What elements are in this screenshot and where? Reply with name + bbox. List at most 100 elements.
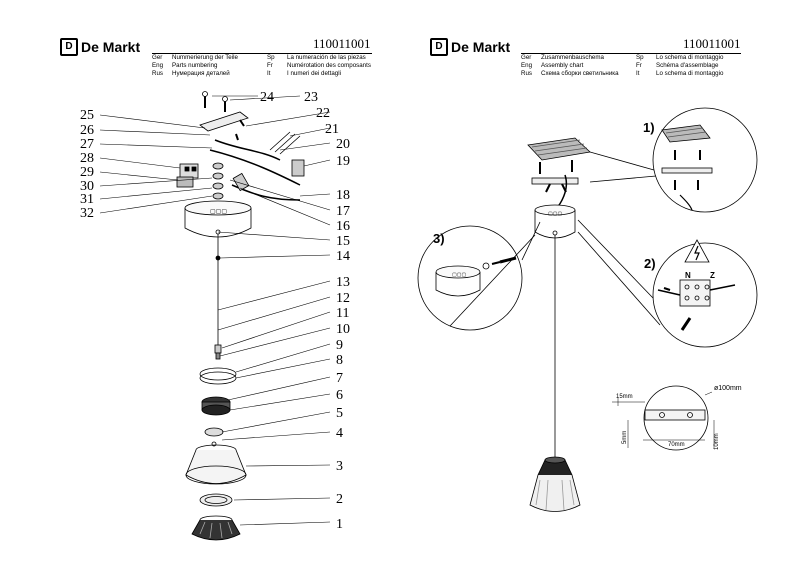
svg-text:▢▢▢: ▢▢▢: [548, 211, 562, 217]
brand-name: De Markt: [451, 39, 511, 55]
part-number-11: 11: [336, 306, 349, 321]
lang-text: Lo schema di montaggio: [656, 70, 724, 77]
part-number-14: 14: [336, 249, 350, 264]
glass-shade: [185, 444, 247, 485]
part-number-25: 25: [80, 108, 94, 123]
lang-text: Схема сборки светильника: [541, 70, 619, 77]
step-3-detail: ▢▢▢: [417, 221, 541, 331]
right-header: Ger Zusammenbauschema Sp Lo schema di monta…: [521, 53, 741, 78]
lang-text: Numérotation des composants: [287, 62, 371, 69]
parts-numbering-page: D De Markt 110011001 Ger Nummerierung der…: [60, 36, 372, 541]
glass-ring: [199, 493, 233, 507]
brand-logo: D De Markt: [430, 38, 510, 56]
lang-text: Zusammenbauschema: [541, 54, 604, 61]
step-label-1: 1): [643, 120, 655, 135]
exploded-parts-diagram: ▢▢▢: [80, 90, 350, 541]
dim-offset: 15mm: [616, 394, 633, 400]
lang-code: Rus: [152, 70, 164, 77]
part-number-5: 5: [336, 406, 343, 421]
lang-code: It: [267, 70, 271, 77]
lang-text: I numeri dei dettagli: [287, 70, 341, 77]
callouts-right: [212, 95, 331, 526]
lang-code: Fr: [636, 62, 642, 69]
part-number-12: 12: [336, 291, 350, 306]
mounting-bracket: [199, 91, 249, 141]
terminal-label-z: Z: [710, 271, 715, 280]
step-2-detail: [577, 219, 758, 348]
part-number-17: 17: [336, 204, 350, 219]
lang-text: Schéma d'assemblage: [656, 62, 719, 69]
doc-number: 110011001: [683, 36, 741, 51]
part-number-30: 30: [80, 179, 94, 194]
terminal-block: [176, 163, 199, 188]
part-number-31: 31: [80, 192, 94, 207]
step-1-detail: [589, 107, 758, 213]
part-number-18: 18: [336, 188, 350, 203]
connector: [291, 159, 305, 177]
part-number-19: 19: [336, 154, 350, 169]
lang-code: Eng: [521, 62, 533, 69]
part-number-22: 22: [316, 106, 330, 121]
part-number-20: 20: [336, 137, 350, 152]
part-number-24: 24: [260, 90, 274, 105]
ceiling-plate: [527, 137, 591, 211]
part-number-21: 21: [325, 122, 339, 137]
part-number-29: 29: [80, 165, 94, 180]
lang-code: Sp: [267, 54, 275, 61]
lang-code: Ger: [521, 54, 532, 61]
logo-mark-icon: D: [430, 38, 448, 56]
canopy: ▢▢▢: [534, 204, 576, 239]
part-number-16: 16: [336, 219, 350, 234]
lang-text: Assembly chart: [541, 62, 584, 69]
lang-text: Nummerierung der Teile: [172, 54, 238, 61]
step-label-3: 3): [433, 231, 445, 246]
dimension-drawing: [612, 385, 715, 451]
lang-code: Rus: [521, 70, 533, 77]
svg-text:▢▢▢: ▢▢▢: [452, 272, 466, 278]
step-label-2: 2): [644, 256, 656, 271]
dim-diameter: ø100mm: [714, 385, 742, 392]
lang-code: Sp: [636, 54, 644, 61]
part-number-15: 15: [336, 234, 350, 249]
socket: [201, 396, 231, 416]
lang-text: Lo schema di montaggio: [656, 54, 724, 61]
lang-code: Eng: [152, 62, 164, 69]
part-number-27: 27: [80, 137, 94, 152]
assembly-diagram: ▢▢▢: [417, 107, 758, 512]
logo-mark-icon: D: [60, 38, 78, 56]
wires: [209, 131, 301, 201]
part-number-32: 32: [80, 206, 94, 221]
part-number-10: 10: [336, 322, 350, 337]
callouts-left: [99, 114, 213, 214]
ring: [199, 367, 237, 381]
part-number-labels: 1 2 3 4 5 6 7 8 9 10 11 12 13 14 15 16 1…: [80, 90, 350, 532]
svg-text:▢▢▢: ▢▢▢: [210, 209, 227, 215]
lang-code: Fr: [267, 62, 273, 69]
part-number-3: 3: [336, 459, 343, 474]
lang-text: Нумерация деталей: [172, 70, 230, 77]
part-number-1: 1: [336, 517, 343, 532]
terminal-label-n: N: [685, 271, 691, 280]
brand-logo: D De Markt: [60, 38, 140, 56]
diffuser: [191, 515, 241, 541]
part-number-26: 26: [80, 123, 94, 138]
part-number-23: 23: [304, 90, 318, 105]
dim-height-right: 10mm: [714, 433, 720, 450]
washer: [204, 427, 224, 437]
part-number-13: 13: [336, 275, 350, 290]
part-number-6: 6: [336, 388, 343, 403]
canopy: ▢▢▢: [184, 200, 252, 238]
part-number-9: 9: [336, 338, 343, 353]
doc-number: 110011001: [313, 36, 371, 51]
part-number-28: 28: [80, 151, 94, 166]
nut-stack: [212, 162, 250, 200]
lang-text: Parts numbering: [172, 62, 218, 69]
part-number-4: 4: [336, 426, 343, 441]
dim-height-left: 5mm: [622, 431, 628, 444]
part-number-8: 8: [336, 353, 343, 368]
brand-name: De Markt: [81, 39, 141, 55]
lang-code: Ger: [152, 54, 163, 61]
assembly-chart-page: D De Markt 110011001 Ger Zusammenbauschem…: [400, 0, 800, 565]
pendant-shade: [529, 456, 581, 512]
